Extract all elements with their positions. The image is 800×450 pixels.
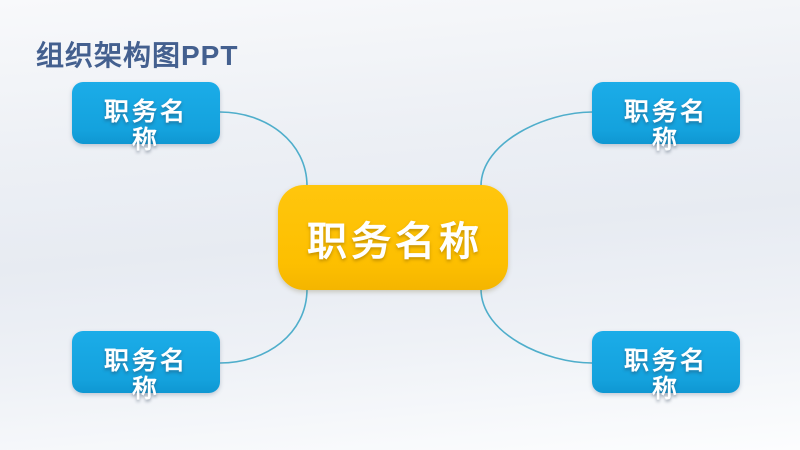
connector-top-left — [219, 111, 308, 187]
org-node-top-left[interactable]: 职务名称 — [72, 82, 220, 154]
org-node-label: 职务名称 — [623, 98, 708, 154]
org-node-bottom-right[interactable]: 职务名称 — [592, 331, 740, 403]
org-node-bottom-left[interactable]: 职务名称 — [72, 331, 220, 403]
connector-bottom-right — [480, 288, 593, 364]
org-node-center[interactable]: 职务名称 — [278, 185, 508, 290]
org-node-label: 职务名称 — [103, 98, 188, 154]
org-node-center-label: 职务名称 — [307, 219, 483, 264]
org-node-label: 职务名称 — [623, 347, 708, 403]
org-node-label: 职务名称 — [103, 347, 188, 403]
slide-title: 组织架构图PPT — [36, 40, 239, 71]
org-node-top-right[interactable]: 职务名称 — [592, 82, 740, 154]
connector-bottom-left — [219, 288, 308, 364]
connector-top-right — [480, 111, 593, 187]
